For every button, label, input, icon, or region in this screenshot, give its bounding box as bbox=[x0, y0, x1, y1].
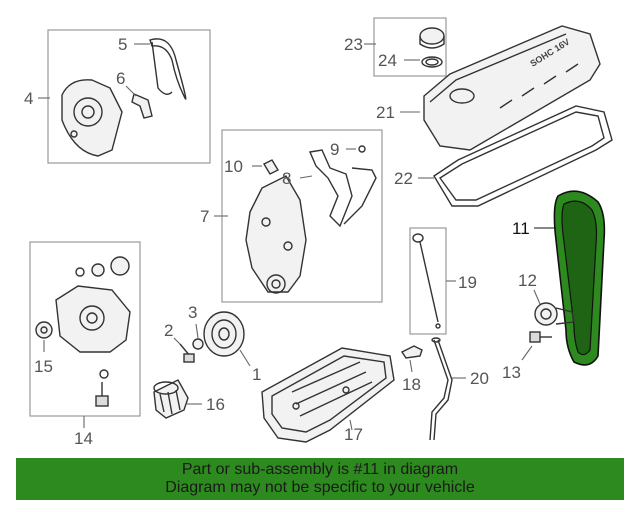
timing-belt-part[interactable] bbox=[553, 190, 606, 366]
callout-22: 22 bbox=[394, 169, 413, 188]
oil-dipstick-part[interactable] bbox=[412, 233, 441, 329]
callout-1: 1 bbox=[252, 365, 261, 384]
timing-belt-seal-part[interactable] bbox=[149, 38, 187, 100]
callout-8: 8 bbox=[282, 169, 291, 188]
oil-filler-cap-part[interactable] bbox=[419, 27, 445, 49]
rear-timing-cover-part[interactable] bbox=[245, 175, 307, 294]
callout-12: 12 bbox=[518, 271, 537, 290]
oil-pan-part[interactable] bbox=[261, 347, 395, 443]
pulley-washer-part[interactable] bbox=[192, 338, 204, 350]
callout-20: 20 bbox=[470, 369, 489, 388]
callout-23: 23 bbox=[344, 35, 363, 54]
callout-7: 7 bbox=[200, 207, 209, 226]
banner-line-1: Part or sub-assembly is #11 in diagram bbox=[181, 461, 459, 478]
cover-bolt-part[interactable] bbox=[358, 145, 366, 153]
banner-line-2: Diagram may not be specific to your vehi… bbox=[165, 479, 475, 496]
callout-2: 2 bbox=[164, 321, 173, 340]
belt-tensioner-part[interactable] bbox=[534, 302, 575, 326]
oil-filter-part[interactable] bbox=[153, 379, 189, 419]
oil-seal-part[interactable] bbox=[35, 321, 53, 339]
callout-14: 14 bbox=[74, 429, 93, 448]
dipstick-tube-part[interactable] bbox=[429, 337, 453, 441]
group-box-14 bbox=[29, 241, 141, 417]
callout-19: 19 bbox=[458, 273, 477, 292]
cover-clip-part[interactable] bbox=[263, 159, 279, 175]
callout-21: 21 bbox=[376, 103, 395, 122]
tensioner-bolt-part[interactable] bbox=[529, 331, 552, 343]
valve-cover-gasket-part[interactable] bbox=[433, 105, 613, 207]
group-box-23 bbox=[373, 17, 447, 77]
timing-cover-part[interactable] bbox=[61, 79, 123, 157]
timing-cover-gasket-part[interactable] bbox=[309, 149, 377, 228]
group-box-4 bbox=[47, 29, 211, 164]
valve-cover-part[interactable]: SOHC 16V bbox=[423, 25, 601, 151]
callout-18: 18 bbox=[402, 375, 421, 394]
callout-3: 3 bbox=[188, 303, 197, 322]
cover-bracket-part[interactable] bbox=[131, 93, 153, 119]
callout-11: 11 bbox=[512, 219, 530, 238]
callout-15: 15 bbox=[34, 357, 53, 376]
crankshaft-pulley-part[interactable] bbox=[203, 311, 245, 357]
oil-pump-part[interactable] bbox=[55, 256, 131, 407]
callout-24: 24 bbox=[378, 51, 397, 70]
group-box-19 bbox=[409, 227, 447, 335]
callout-13: 13 bbox=[502, 363, 521, 382]
pulley-bolt-part[interactable] bbox=[179, 343, 195, 363]
filler-cap-gasket-part[interactable] bbox=[421, 56, 443, 68]
tube-bracket-part[interactable] bbox=[400, 345, 423, 359]
callout-4: 4 bbox=[24, 89, 33, 108]
callout-6: 6 bbox=[116, 69, 125, 88]
info-banner: Part or sub-assembly is #11 in diagram D… bbox=[16, 458, 624, 500]
callout-16: 16 bbox=[206, 395, 225, 414]
callout-17: 17 bbox=[344, 425, 363, 444]
callout-5: 5 bbox=[118, 35, 127, 54]
callout-9: 9 bbox=[330, 140, 339, 159]
callout-10: 10 bbox=[224, 157, 243, 176]
